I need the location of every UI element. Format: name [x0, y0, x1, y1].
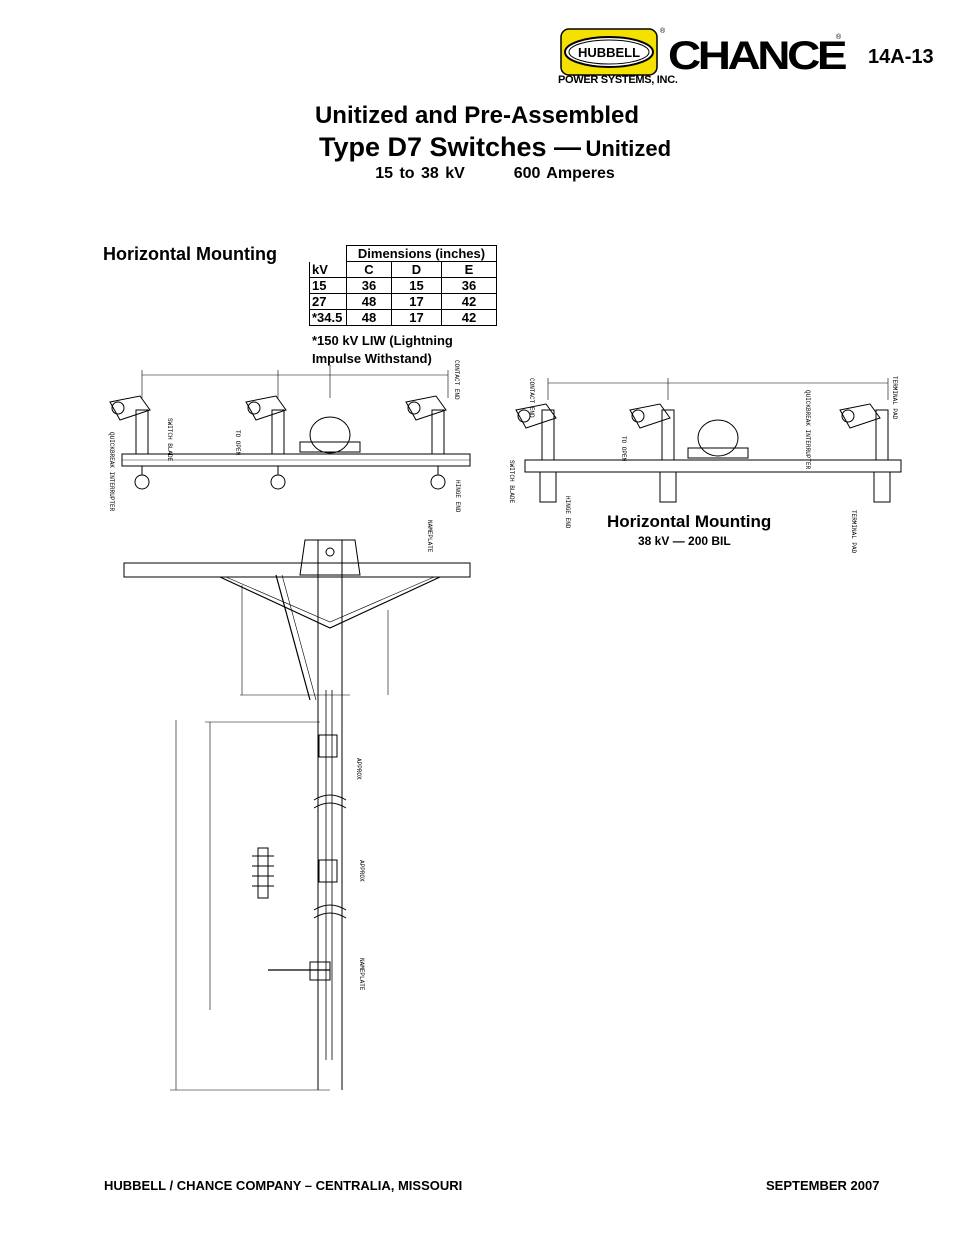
- svg-text:TERMINAL PAD: TERMINAL PAD: [891, 376, 898, 420]
- svg-text:CONTACT END: CONTACT END: [528, 378, 535, 418]
- registered-mark: ®: [660, 28, 666, 35]
- chance-logo: CHANCE: [668, 34, 848, 78]
- svg-text:QUICKBREAK INTERRUPTER: QUICKBREAK INTERRUPTER: [804, 390, 811, 470]
- footer-date: SEPTEMBER 2007: [766, 1178, 880, 1193]
- left-section-heading: Horizontal Mounting: [103, 244, 277, 264]
- svg-text:SWITCH BLADE: SWITCH BLADE: [166, 418, 173, 462]
- right-section-heading: Horizontal Mounting: [607, 512, 772, 531]
- footer-company: HUBBELL / CHANCE COMPANY – CENTRALIA, MI…: [104, 1178, 463, 1193]
- table-row: *34.5 48 17 42: [309, 309, 497, 326]
- right-switch-assembly: CONTACT END QUICKBREAK INTERRUPTER TERMI…: [508, 376, 902, 554]
- right-section-subheading: 38 kV — 200 BIL: [638, 534, 731, 548]
- svg-text:HUBBELL: HUBBELL: [578, 45, 640, 60]
- power-systems-label: POWER SYSTEMS, INC.: [558, 74, 678, 86]
- svg-text:APPROX: APPROX: [358, 860, 365, 882]
- svg-text:SWITCH BLADE: SWITCH BLADE: [508, 460, 515, 504]
- page-number: 14A-13: [868, 46, 934, 68]
- svg-text:CONTACT END: CONTACT END: [453, 360, 460, 400]
- liw-note: *150 kV LIW (Lightning Impulse Withstand…: [312, 333, 453, 366]
- rating-line: 15 to 38 kV 600 Amperes: [0, 165, 954, 183]
- dimensions-group-header: Dimensions (inches): [346, 245, 497, 262]
- dimensions-table: Dimensions (inches) kV C D E 15 36 15 36…: [309, 245, 497, 326]
- title-sub: Unitized: [585, 136, 672, 161]
- hubbell-logo: HUBBELL: [560, 28, 658, 76]
- title-line1: Unitized and Pre-Assembled: [314, 102, 640, 129]
- svg-text:TO OPEN: TO OPEN: [620, 436, 627, 462]
- rating-amps: 600 Amperes: [513, 165, 615, 182]
- svg-text:QUICKBREAK INTERRUPTER: QUICKBREAK INTERRUPTER: [108, 432, 115, 512]
- svg-text:NAMEPLATE: NAMEPLATE: [358, 958, 365, 991]
- title-line2: Type D7 Switches — Unitized: [0, 132, 954, 163]
- svg-text:NAMEPLATE: NAMEPLATE: [426, 520, 433, 553]
- svg-text:HINGE END: HINGE END: [454, 480, 461, 513]
- svg-text:APPROX: APPROX: [355, 758, 362, 780]
- left-switch-assembly: CONTACT END SWITCH BLADE TO OPEN HINGE E…: [108, 360, 471, 513]
- svg-text:TERMINAL PAD: TERMINAL PAD: [850, 510, 857, 554]
- left-pole-elevation: NAMEPLATE APPROX APPROX NAMEPLATE: [123, 520, 471, 1091]
- registered-mark-2: ®: [836, 34, 842, 41]
- table-row: 27 48 17 42: [309, 293, 497, 310]
- title-main: Type D7 Switches —: [318, 132, 582, 162]
- svg-text:HINGE END: HINGE END: [564, 496, 571, 529]
- svg-text:TO OPEN: TO OPEN: [234, 430, 241, 456]
- rating-kv: 15 to 38 kV: [375, 165, 465, 182]
